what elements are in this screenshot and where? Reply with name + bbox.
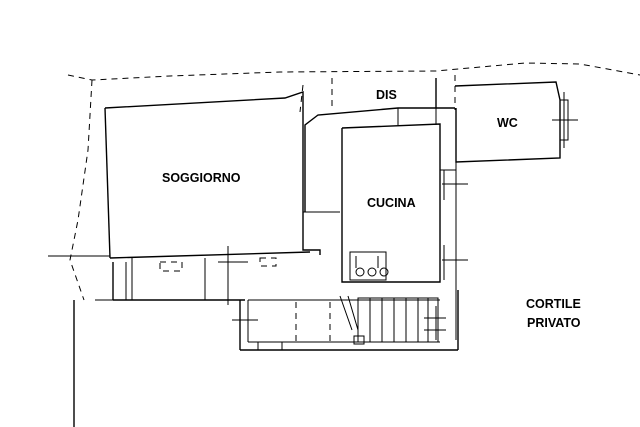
outside-label-cortile: CORTILE [526, 297, 581, 311]
room-label-wc: WC [497, 116, 518, 130]
soggiorno-room [95, 91, 340, 305]
room-label-dis: DIS [376, 88, 397, 102]
room-label-soggiorno: SOGGIORNO [162, 171, 241, 185]
staircase [357, 297, 446, 343]
lower-block [232, 290, 459, 351]
room-label-cucina: CUCINA [367, 196, 416, 210]
outside-label-privato: PRIVATO [527, 316, 581, 330]
property-boundary [67, 62, 640, 301]
cucina-room [341, 123, 468, 340]
wc-room [454, 81, 578, 163]
dis-corridor [304, 78, 455, 212]
